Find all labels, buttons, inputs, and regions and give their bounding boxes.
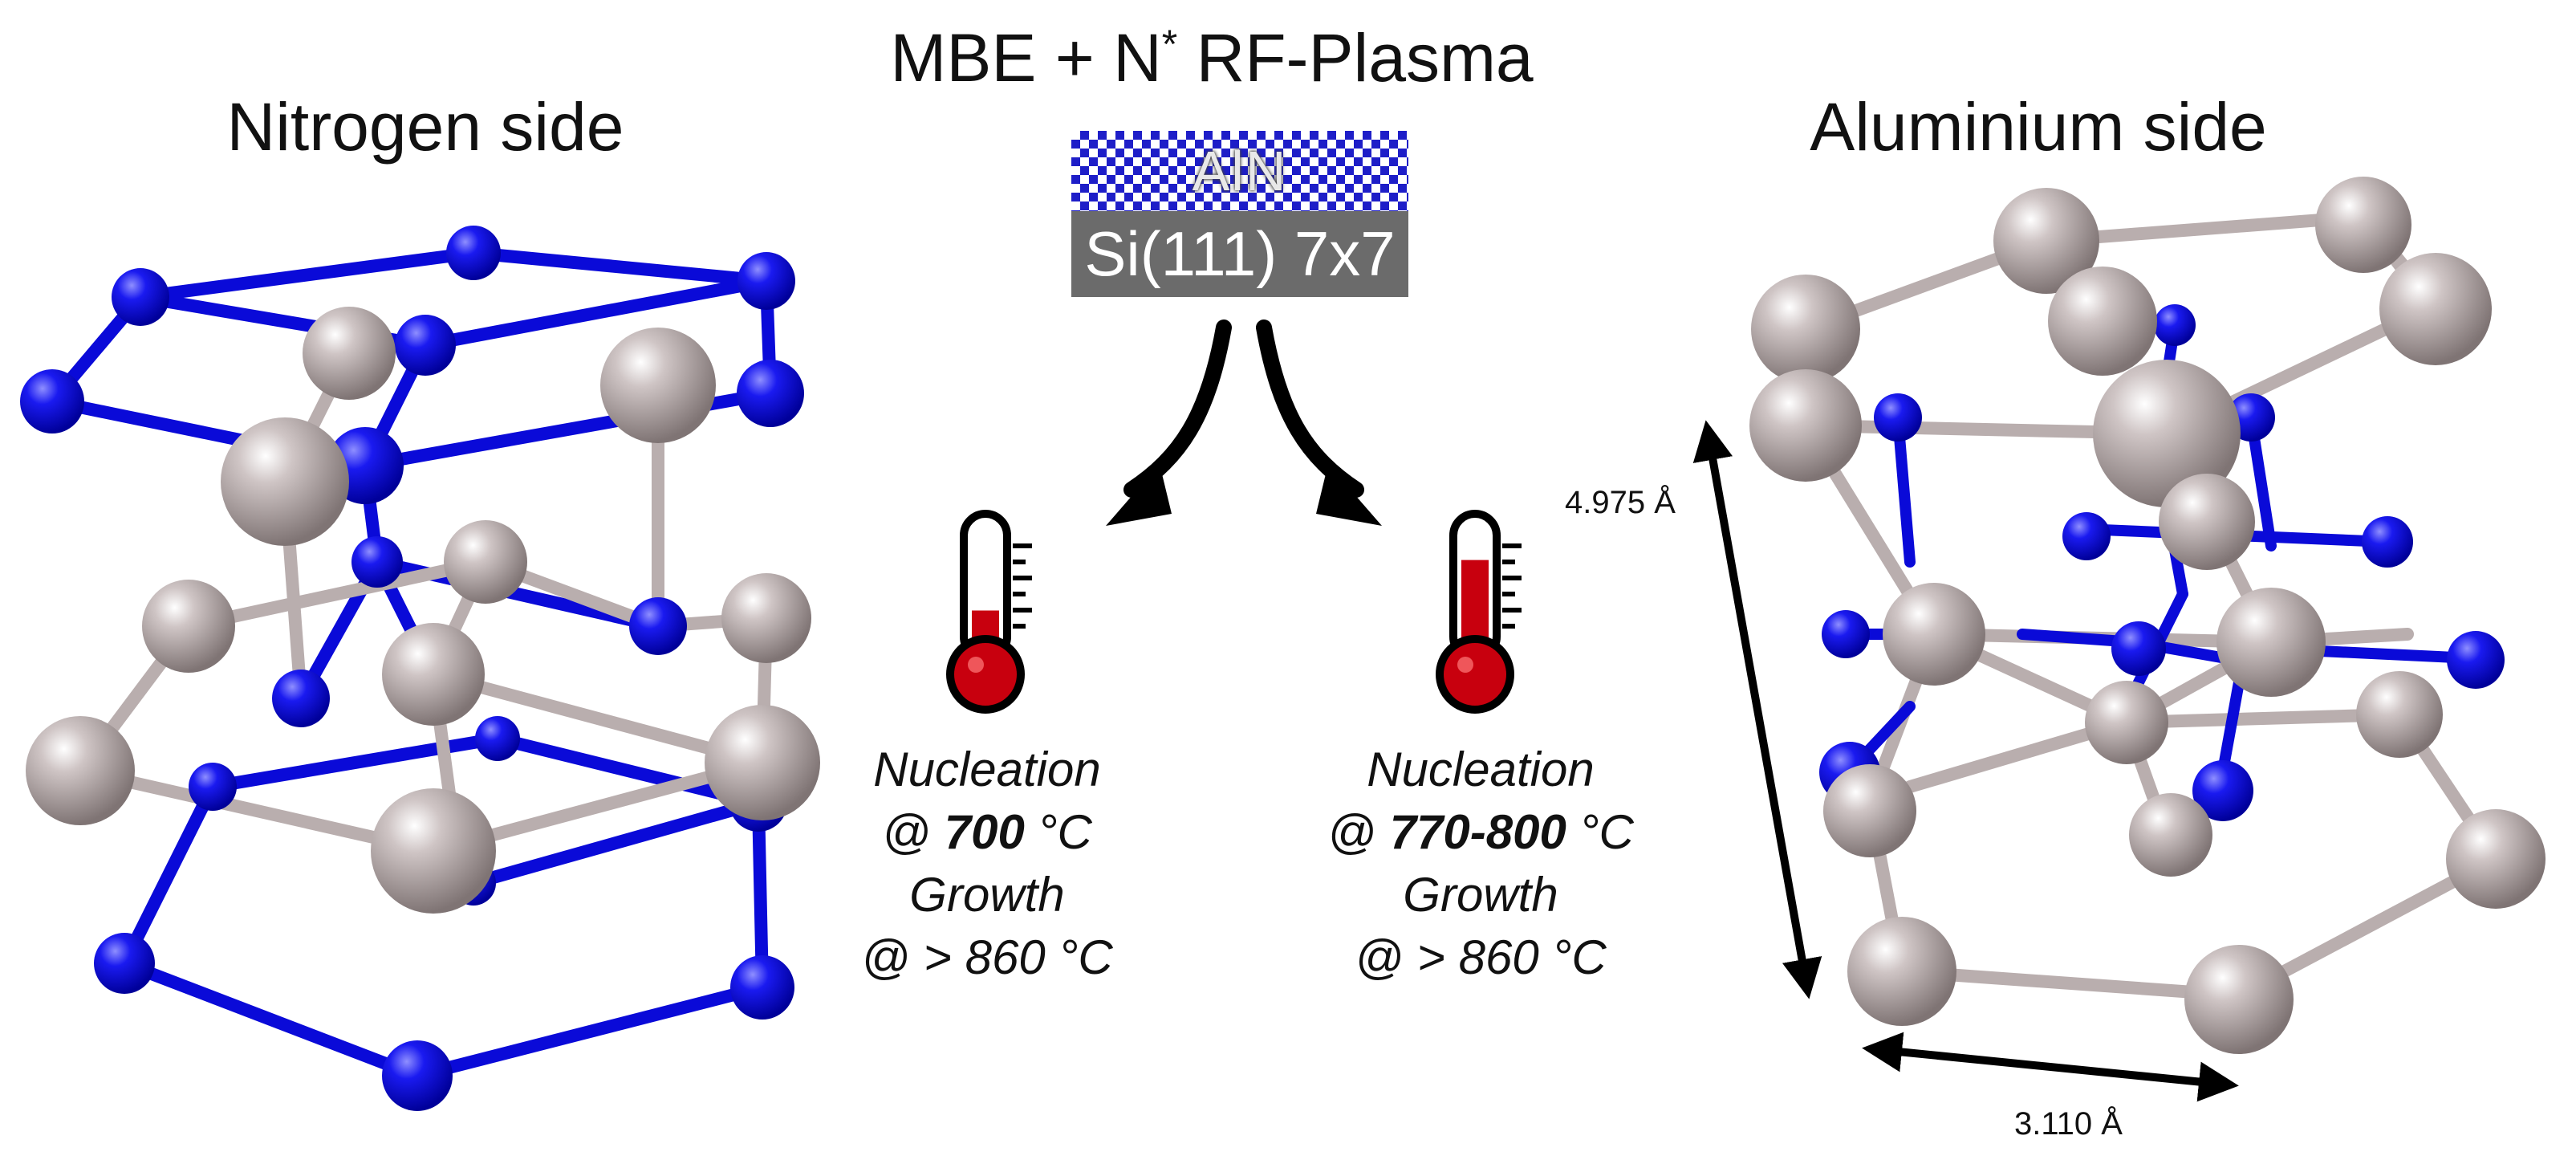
height-dimension-label: 4.975 Å [1565,485,1676,520]
substrate-stack: AlN Si(111) 7x7 [1071,131,1408,297]
arrow-left-head [1106,464,1172,526]
nucleation-temp-left-line: @ 700 °C [882,805,1092,859]
nitrogen-atoms-right [1819,304,2505,821]
aln-layer: AlN [1071,131,1408,211]
arrow-right-head [1316,464,1382,526]
si-layer-label: Si(111) 7x7 [1084,218,1396,289]
nucleation-label-left: Nucleation [873,743,1101,796]
si-substrate-layer: Si(111) 7x7 [1071,211,1408,297]
nucleation-temp-left: 700 [944,805,1025,859]
conditions-right: Nucleation @ 770-800 °C Growth @ > 860 °… [1284,739,1677,989]
conditions-left: Nucleation @ 700 °C Growth @ > 860 °C [807,739,1168,989]
aln-layer-label: AlN [1192,140,1288,202]
nitrogen-side-crystal [20,226,820,1111]
growth-temp-right: @ > 860 °C [1355,930,1607,984]
arrow-to-right-thermometer [1256,320,1364,498]
thermometer-left [946,510,1032,714]
method-title: MBE + N* RF-Plasma [890,20,1534,96]
height-dimension-arrow [1692,420,1822,999]
growth-temp-left: @ > 860 °C [861,930,1113,984]
width-dimension-label: 3.110 Å [2014,1106,2123,1142]
growth-label-right: Growth [1403,868,1558,922]
thermometer-right [1436,510,1522,714]
growth-label-left: Growth [909,868,1065,922]
aluminium-atoms-left [26,307,820,914]
width-dimension-arrow [1862,1032,2239,1102]
nucleation-label-right: Nucleation [1367,743,1595,796]
dimension-arrows [1692,420,2239,1102]
nucleation-temp-right: 770-800 [1389,805,1566,859]
nitrogen-side-title: Nitrogen side [226,89,624,165]
nucleation-temp-right-line: @ 770-800 °C [1327,805,1634,859]
arrow-to-left-thermometer [1123,320,1232,498]
aluminium-atoms-right [1749,177,2546,1054]
aluminium-side-title: Aluminium side [1810,89,2267,165]
aluminium-side-crystal [1749,177,2546,1054]
process-arrows [1106,320,1382,526]
